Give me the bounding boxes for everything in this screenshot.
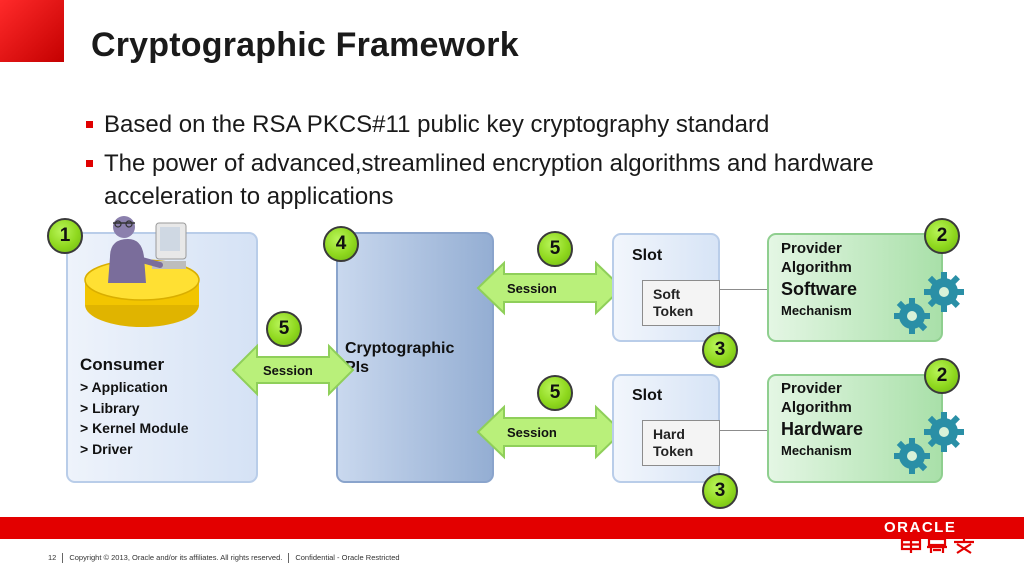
- step-badge-3: 3: [702, 473, 738, 509]
- step-badge-5: 5: [266, 311, 302, 347]
- slot-label: Slot: [632, 387, 663, 404]
- footer-divider: [62, 553, 64, 564]
- slot-label: Slot: [632, 247, 663, 264]
- step-badge-1: 1: [47, 218, 83, 254]
- bullet-text: The power of advanced,streamlined encryp…: [104, 150, 874, 210]
- gears-icon: [894, 412, 964, 474]
- slot-provider-connector: [720, 289, 768, 290]
- copyright: Copyright © 2013, Oracle and/or its affi…: [69, 553, 283, 562]
- step-badge-5: 5: [537, 375, 573, 411]
- bullet-item: The power of advanced,streamlined encryp…: [84, 147, 924, 213]
- step-badge-5: 5: [537, 231, 573, 267]
- provider-kind: Hardware: [781, 419, 864, 439]
- bullet-item: Based on the RSA PKCS#11 public key cryp…: [84, 108, 924, 141]
- gears-icon: [894, 272, 964, 334]
- token-line: Hard: [653, 426, 685, 442]
- soft-token: Soft Token: [642, 280, 720, 326]
- token-line: Token: [653, 443, 694, 459]
- bullet-list: Based on the RSA PKCS#11 public key cryp…: [84, 108, 924, 219]
- crypto-api-box: [336, 232, 494, 483]
- provider-kind: Software: [781, 279, 858, 299]
- bullet-marker: [86, 121, 93, 128]
- page-number: 12: [48, 553, 57, 562]
- crypto-api-label-line: Cryptographic: [345, 340, 455, 357]
- step-badge-4: 4: [323, 226, 359, 262]
- token-line: Token: [653, 303, 694, 319]
- slide-title: Cryptographic Framework: [91, 26, 519, 64]
- provider-line: Mechanism: [781, 443, 852, 458]
- oracle-cn-logo: [900, 538, 974, 554]
- corner-accent: [0, 0, 64, 62]
- slot-provider-connector: [720, 430, 768, 431]
- provider-line: Provider: [781, 380, 842, 397]
- hard-token: Hard Token: [642, 420, 720, 466]
- session-arrow-consumer: [231, 343, 355, 397]
- provider-line: Provider: [781, 240, 842, 257]
- step-badge-2: 2: [924, 218, 960, 254]
- footer-divider: [288, 553, 290, 564]
- classification: Confidential - Oracle Restricted: [295, 553, 400, 562]
- consumer-item: > Application: [80, 379, 168, 395]
- oracle-logo: ORACLE: [884, 519, 957, 536]
- consumer-item: > Library: [80, 399, 140, 416]
- consumer-items: > Application > Library > Kernel Module …: [80, 377, 189, 459]
- step-badge-3: 3: [702, 332, 738, 368]
- session-label: Session: [507, 425, 557, 440]
- step-badge-2: 2: [924, 358, 960, 394]
- bullet-marker: [86, 160, 93, 167]
- provider-text: Provider Algorithm Hardware Mechanism: [781, 379, 863, 460]
- provider-line: Mechanism: [781, 303, 852, 318]
- bullet-text: Based on the RSA PKCS#11 public key cryp…: [104, 111, 770, 138]
- session-label: Session: [507, 281, 557, 296]
- provider-text: Provider Algorithm Software Mechanism: [781, 239, 857, 320]
- consumer-title: Consumer: [80, 355, 165, 374]
- provider-line: Algorithm: [781, 259, 852, 276]
- footer-red-bar: [0, 517, 1024, 539]
- session-label: Session: [263, 363, 313, 378]
- provider-line: Algorithm: [781, 399, 852, 416]
- consumer-person-icon: [84, 216, 200, 327]
- footer: 12 Copyright © 2013, Oracle and/or its af…: [48, 553, 400, 564]
- consumer-item: > Driver: [80, 440, 133, 457]
- consumer-item: > Kernel Module: [80, 420, 189, 436]
- token-line: Soft: [653, 286, 681, 302]
- crypto-api-label-line: PIs: [345, 359, 370, 376]
